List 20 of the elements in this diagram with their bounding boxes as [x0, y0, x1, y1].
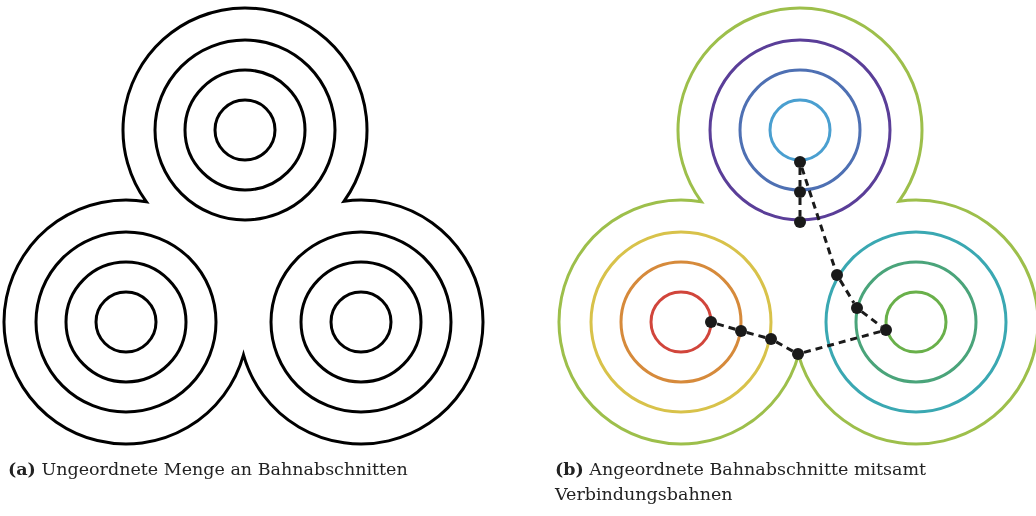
dashed-connector: [803, 330, 881, 354]
waypoint-dot: [831, 269, 843, 281]
dashed-connector: [838, 279, 856, 304]
waypoint-dot: [880, 324, 892, 336]
figure-caption: (b) Angeordnete Bahnabschnitte mitsamt Verbindungsbahnen: [555, 458, 928, 506]
dashed-connector: [798, 168, 802, 186]
dashed-connector: [798, 198, 802, 216]
waypoint-dot: [765, 333, 777, 345]
dashed-connector: [716, 322, 736, 331]
dashed-connector: [775, 340, 794, 353]
waypoint-dot: [735, 325, 747, 337]
figure-caption: (a) Ungeordnete Menge an Bahnabschnitten: [8, 458, 409, 481]
waypoint-dot: [705, 316, 717, 328]
waypoint-dot: [792, 348, 804, 360]
waypoint-dot: [794, 156, 806, 168]
dashed-connector: [746, 331, 766, 339]
waypoint-dot: [794, 216, 806, 228]
waypoint-dot: [794, 186, 806, 198]
dashed-connector: [860, 310, 883, 328]
waypoint-dot: [851, 302, 863, 314]
